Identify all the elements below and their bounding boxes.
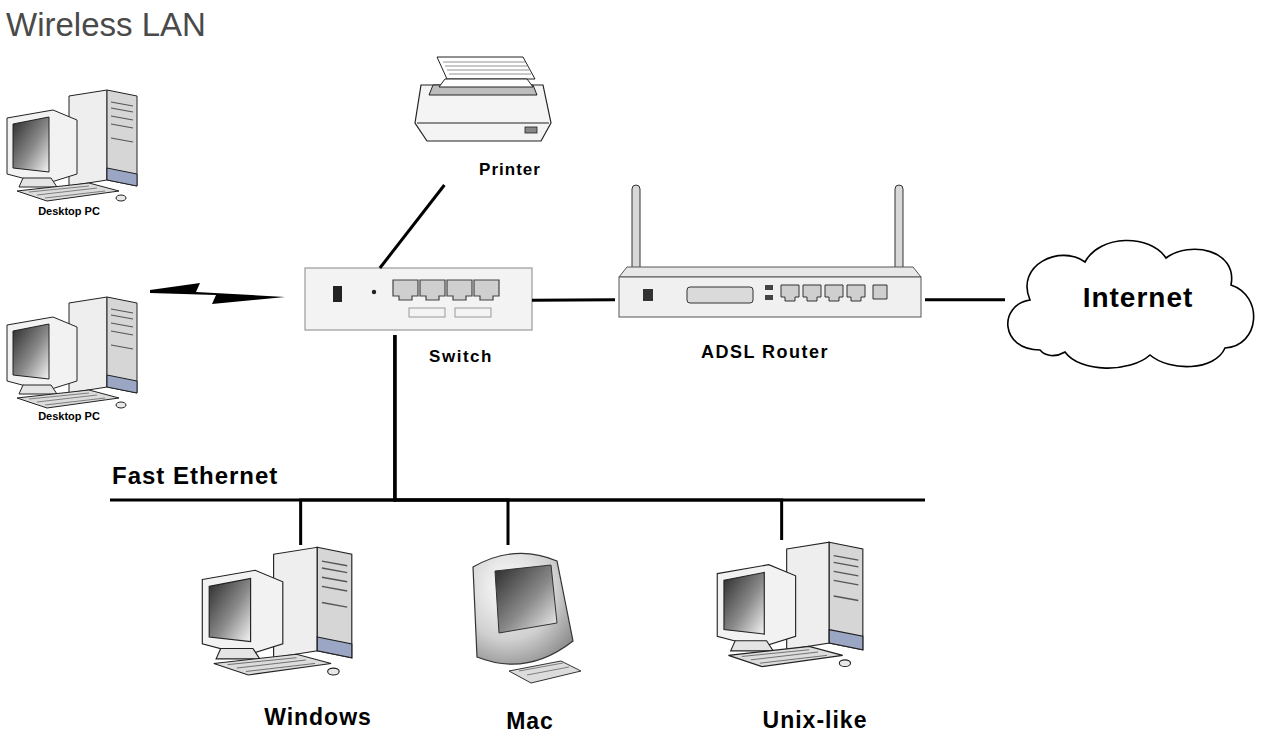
node-label: Desktop PC	[13, 205, 125, 217]
printer-body	[415, 85, 551, 141]
unix-pc: Unix-like	[715, 540, 870, 705]
serial-port	[687, 287, 753, 303]
node-label: Switch	[405, 348, 517, 367]
router-ports	[781, 285, 887, 301]
power-switch	[333, 286, 342, 302]
node-label: Desktop PC	[13, 410, 125, 422]
unix-pc-icon	[717, 542, 863, 666]
keyboard-keys	[519, 663, 569, 675]
network-cable	[925, 298, 1005, 301]
ethernet-bus	[110, 499, 925, 502]
internet-cloud: Internet	[1005, 235, 1255, 370]
switch: Switch	[305, 268, 532, 335]
network-cable	[301, 335, 395, 545]
printer: Printer	[415, 55, 555, 185]
switch-led	[372, 290, 376, 294]
node-label: Windows	[248, 705, 388, 730]
desktop-pc: Desktop PC	[5, 88, 140, 202]
router-led	[765, 295, 773, 300]
port-bracket	[455, 308, 491, 317]
router-top	[619, 267, 921, 277]
desktop-pc-icon	[7, 90, 137, 201]
windows-pc-icon	[202, 547, 351, 675]
diagram-title: Wireless LAN	[6, 6, 206, 44]
bus-label: Fast Ethernet	[112, 462, 278, 490]
printer-edge	[417, 123, 549, 124]
node-label: Unix-like	[745, 708, 885, 733]
imac-body	[473, 553, 573, 664]
node-label: Mac	[485, 709, 575, 734]
desktop-pc-icon	[717, 542, 863, 666]
keyboard	[509, 661, 581, 683]
mac-computer: Mac	[455, 545, 580, 695]
printer-icon	[415, 57, 551, 141]
network-cable	[395, 335, 782, 540]
windows-pc: Windows	[200, 545, 365, 700]
router-led	[765, 285, 773, 290]
node-label: Printer	[460, 161, 560, 180]
adsl-router: ADSL Router	[615, 185, 925, 320]
desktop-pc: Desktop PC	[5, 295, 140, 409]
node-label: ADSL Router	[665, 343, 865, 363]
network-cable	[380, 185, 444, 268]
port-bracket	[409, 308, 445, 317]
wireless-bolt	[150, 283, 285, 304]
node-label: Internet	[1013, 283, 1263, 314]
desktop-pc-icon	[7, 297, 137, 408]
paper-feed	[439, 79, 533, 87]
printer-button	[525, 127, 537, 133]
switch-icon	[305, 268, 532, 330]
paper-lines	[443, 62, 531, 74]
network-cable	[395, 335, 508, 545]
router-body	[619, 277, 921, 317]
paper-stack	[437, 57, 535, 79]
desktop-pc-icon	[202, 547, 351, 675]
imac-screen	[495, 565, 557, 633]
switch-body	[305, 268, 532, 330]
mac-icon	[473, 553, 581, 683]
router-power	[643, 289, 653, 301]
ethernet-ports	[393, 280, 499, 300]
network-cable	[532, 298, 615, 301]
router-icon	[619, 185, 921, 317]
